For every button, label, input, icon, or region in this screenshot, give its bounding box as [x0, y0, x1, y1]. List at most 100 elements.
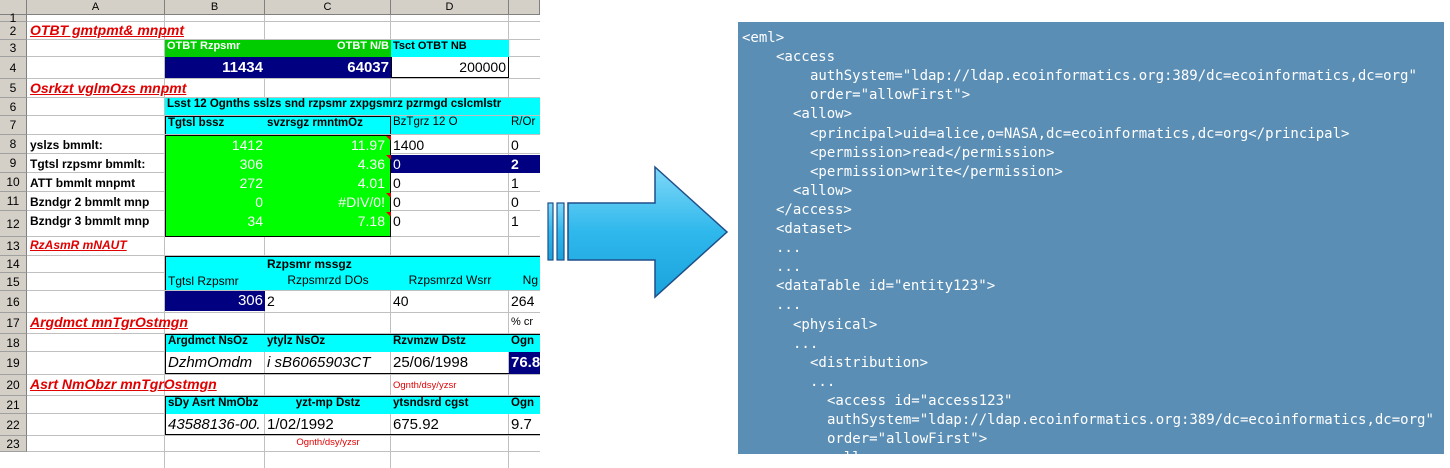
- row-header-5[interactable]: 5: [0, 79, 27, 98]
- cell-d18[interactable]: 25/06/1998: [391, 352, 509, 374]
- row-header-23[interactable]: 23: [0, 436, 27, 452]
- column-header-c[interactable]: C: [265, 0, 391, 15]
- column-header-d[interactable]: D: [391, 0, 509, 15]
- cell-d3[interactable]: 200000: [391, 57, 509, 78]
- cell-b18[interactable]: DzhmOmdm: [165, 352, 265, 374]
- cell-e20[interactable]: Ogn: [509, 396, 540, 414]
- cell-c6[interactable]: svzrsgz rmntmOz: [265, 116, 391, 134]
- cell-e14[interactable]: Ng: [509, 273, 540, 290]
- cell-d19[interactable]: Ognth/dsy/yzsr: [393, 380, 457, 391]
- row-header-1[interactable]: 1: [0, 12, 27, 24]
- row-header-12[interactable]: 12: [0, 211, 27, 237]
- cell-d17[interactable]: Rzvmzw Dstz: [391, 334, 509, 352]
- code-line: order="allowFirst">: [827, 431, 988, 448]
- cell-c18[interactable]: i sB6065903CT: [265, 352, 391, 374]
- column-header-b[interactable]: B: [165, 0, 265, 15]
- row-header-10[interactable]: 10: [0, 173, 27, 192]
- row-header-17[interactable]: 17: [0, 313, 27, 334]
- code-line: </access>: [776, 201, 852, 218]
- row-header-14[interactable]: 14: [0, 256, 27, 273]
- row-header-21[interactable]: 21: [0, 396, 27, 414]
- row-header-22[interactable]: 22: [0, 414, 27, 436]
- row-header-18[interactable]: 18: [0, 334, 27, 352]
- row-header-2[interactable]: 2: [0, 22, 27, 40]
- cell-b14[interactable]: Tgtsl Rzpsmr: [168, 274, 239, 288]
- cell-e6[interactable]: R/Or: [509, 116, 540, 134]
- cell-c10[interactable]: #DIV/0!: [338, 194, 385, 210]
- cell-d7[interactable]: 1400: [393, 137, 425, 153]
- cell-e7[interactable]: 0: [511, 137, 519, 153]
- cell-b3[interactable]: 11434: [165, 57, 265, 78]
- cell-c7[interactable]: 11.97: [351, 137, 385, 153]
- row-header-8[interactable]: 8: [0, 135, 27, 154]
- cell-c15[interactable]: 2: [267, 293, 275, 309]
- cell-a9[interactable]: ATT bmmlt mnpmt: [30, 176, 136, 190]
- cell-b21[interactable]: 43588136-00.: [165, 414, 265, 435]
- row-header-9[interactable]: 9: [0, 154, 27, 173]
- cell-b5[interactable]: Lsst 12 Ognths sslzs snd rzpsmr zxpgsmrz…: [165, 98, 540, 115]
- row-header-11[interactable]: 11: [0, 192, 27, 211]
- cell-d15[interactable]: 40: [393, 293, 409, 309]
- cell-c22[interactable]: Ognth/dsy/yzsr: [296, 437, 360, 448]
- row-header-15[interactable]: 15: [0, 273, 27, 291]
- cell-b13[interactable]: [165, 256, 265, 290]
- cell-a11[interactable]: Bzndgr 3 bmmlt mnp: [30, 214, 150, 228]
- cell-c14[interactable]: Rzpsmrzd DOs: [265, 273, 391, 290]
- selected-row-8[interactable]: [391, 155, 540, 173]
- cell-e21[interactable]: 9.7: [509, 414, 540, 435]
- cell-c21[interactable]: 1/02/1992: [265, 414, 391, 435]
- cell-e10[interactable]: 0: [511, 194, 519, 210]
- cell-e9[interactable]: 1: [511, 175, 519, 191]
- column-header-e[interactable]: [509, 0, 540, 15]
- row-header-13[interactable]: 13: [0, 237, 27, 256]
- code-line: <physical>: [793, 316, 878, 333]
- cell-e17[interactable]: Ogn: [509, 334, 540, 352]
- cell-a10[interactable]: Bzndgr 2 bmmlt mnp: [30, 195, 150, 209]
- row-header-6[interactable]: 6: [0, 98, 27, 116]
- cell-b10[interactable]: 0: [255, 194, 263, 210]
- row-header-3[interactable]: 3: [0, 40, 27, 57]
- cell-c13[interactable]: Rzpsmr mssgz: [265, 256, 540, 273]
- cell-c9[interactable]: 4.01: [357, 175, 385, 191]
- cell-c3[interactable]: 64037: [265, 57, 391, 78]
- cell-c20[interactable]: yzt-mp Dstz: [265, 396, 391, 414]
- cell-d20[interactable]: ytsndsrd cgst: [391, 396, 509, 414]
- cell-d9[interactable]: 0: [393, 175, 401, 191]
- cell-b6[interactable]: Tgtsl bssz: [165, 116, 265, 134]
- cell-b20[interactable]: sDy Asrt NmObz: [165, 396, 265, 414]
- cell-b15[interactable]: 306: [165, 291, 265, 311]
- section-title-12: RzAsmR mNAUT: [30, 238, 127, 252]
- cell-b17[interactable]: Argdmct NsOz: [165, 334, 265, 352]
- cell-c17[interactable]: ytylz NsOz: [265, 334, 391, 352]
- code-line: ...: [810, 373, 836, 390]
- cell-d14[interactable]: Rzpsmrzd Wsrr: [391, 273, 509, 290]
- cell-e15[interactable]: 264: [511, 293, 535, 309]
- cell-b2[interactable]: OTBT Rzpsmr: [165, 40, 265, 57]
- cell-c11[interactable]: 7.18: [357, 213, 385, 229]
- cell-b11[interactable]: 34: [247, 213, 263, 229]
- cell-b7[interactable]: 1412: [231, 137, 263, 153]
- cell-c8[interactable]: 4.36: [357, 156, 385, 172]
- column-header-a[interactable]: A: [27, 0, 165, 15]
- cell-b8[interactable]: 306: [239, 156, 263, 172]
- cell-e18[interactable]: 76.8: [509, 352, 540, 374]
- cell-a7[interactable]: yslzs bmmlt:: [30, 138, 103, 152]
- cell-d21[interactable]: 675.92: [391, 414, 509, 435]
- cell-d10[interactable]: 0: [393, 194, 401, 210]
- row-header-16[interactable]: 16: [0, 291, 27, 313]
- cell-d11[interactable]: 0: [393, 213, 401, 229]
- row-header-20[interactable]: 20: [0, 375, 27, 396]
- cell-d2[interactable]: Tsct OTBT NB: [391, 40, 509, 57]
- cell-e11[interactable]: 1: [511, 213, 519, 229]
- cell-e8[interactable]: 2: [511, 156, 519, 172]
- cell-d8[interactable]: 0: [393, 156, 401, 172]
- cell-e16[interactable]: % cr: [511, 316, 533, 328]
- cell-b9[interactable]: 272: [239, 175, 263, 191]
- cell-c2[interactable]: OTBT N/B: [265, 40, 391, 57]
- row-header-7[interactable]: 7: [0, 116, 27, 135]
- row-header-4[interactable]: 4: [0, 57, 27, 79]
- row-header-19[interactable]: 19: [0, 352, 27, 375]
- cell-d6[interactable]: BzTgrz 12 O: [391, 116, 509, 134]
- cell-a8[interactable]: Tgtsl rzpsmr bmmlt:: [30, 157, 146, 171]
- select-all-corner[interactable]: [0, 0, 27, 15]
